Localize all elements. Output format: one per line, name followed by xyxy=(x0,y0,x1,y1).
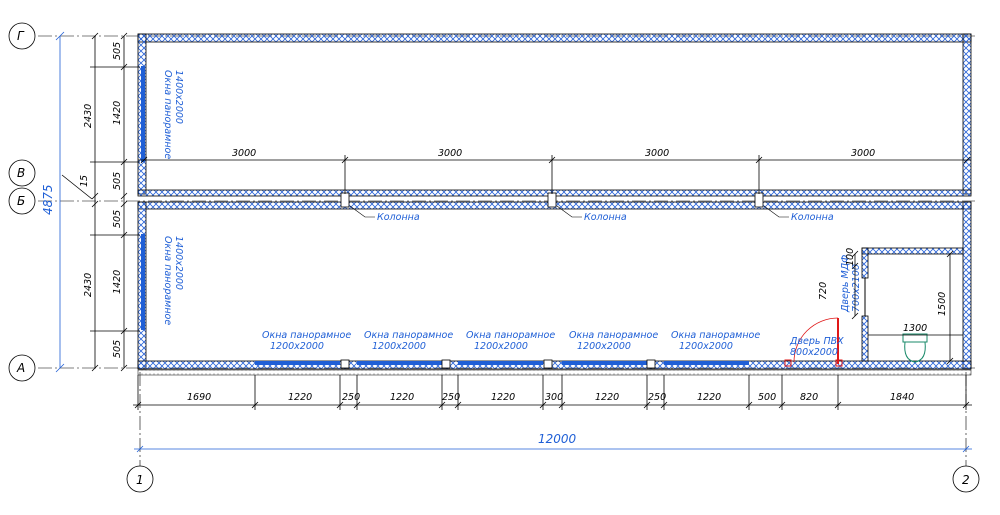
bottom-dim-5: 250 xyxy=(442,392,460,403)
bottom-dim-6: 1220 xyxy=(491,392,515,403)
door-mdf-label: Дверь МДФ 700x2100 xyxy=(840,255,862,313)
room-dimensions xyxy=(851,250,963,365)
left-dim-upper-bottom: 505 xyxy=(112,172,123,190)
toilet-icon xyxy=(902,333,928,363)
room-dim-720: 720 xyxy=(818,282,829,300)
bottom-dim-7: 300 xyxy=(545,392,563,403)
bottom-dim-1: 1690 xyxy=(187,392,211,403)
bottom-dim-11: 500 xyxy=(758,392,776,403)
column-spacing-2: 3000 xyxy=(438,148,462,159)
axis-bubble-v: В xyxy=(8,159,36,187)
column-spacing-dimension xyxy=(138,155,971,194)
axis-bubble-1: 1 xyxy=(126,465,154,493)
left-window-lower-line1: Окна панорамное xyxy=(162,236,173,325)
column-label-2: Колонна xyxy=(584,212,627,223)
axis-g-label: Г xyxy=(17,29,25,43)
bottom-dim-13: 1840 xyxy=(890,392,914,403)
pano-window-1-line1: Окна панорамное xyxy=(262,330,351,341)
left-dim-lower-top: 505 xyxy=(112,210,123,228)
left-window-upper-line2: 1400x2000 xyxy=(173,70,184,124)
pano-window-5-line1: Окна панорамное xyxy=(671,330,760,341)
axis-bubble-2: 2 xyxy=(952,465,980,493)
axis-b-label: Б xyxy=(17,194,25,208)
door-mdf-line1: Дверь МДФ xyxy=(840,255,851,313)
axis-bubble-a: А xyxy=(8,354,36,382)
pano-window-4-line2: 1200x2000 xyxy=(577,341,631,352)
bottom-dim-10: 1220 xyxy=(697,392,721,403)
left-dimension-chains xyxy=(55,31,140,373)
pano-window-1-line2: 1200x2000 xyxy=(270,341,324,352)
overall-width-dimension xyxy=(134,445,972,453)
column-spacing-4: 3000 xyxy=(851,148,875,159)
left-dim-lower-bottom: 505 xyxy=(112,340,123,358)
bottom-dim-12: 820 xyxy=(800,392,818,403)
axis-a-label: А xyxy=(16,361,25,375)
room-dim-1500: 1500 xyxy=(937,292,948,316)
pano-window-2-line1: Окна панорамное xyxy=(364,330,453,341)
door-pvc-line1: Дверь ПВХ xyxy=(789,336,844,347)
bottom-dim-9: 250 xyxy=(648,392,666,403)
bottom-dim-4: 1220 xyxy=(390,392,414,403)
pano-window-5-line2: 1200x2000 xyxy=(679,341,733,352)
door-mdf-line2: 700x2100 xyxy=(851,264,862,312)
axis-bubble-b: Б xyxy=(8,187,36,215)
pano-window-2-line2: 1200x2000 xyxy=(372,341,426,352)
overall-width-label: 12000 xyxy=(538,432,577,446)
left-dim-upper-top: 505 xyxy=(112,42,123,60)
axis-1-label: 1 xyxy=(136,473,144,487)
left-dim-overall: 4875 xyxy=(41,184,55,215)
left-window-upper-label: Окна панорамное 1400x2000 xyxy=(162,70,184,159)
left-window-upper-line1: Окна панорамное xyxy=(162,70,173,159)
column-label-1: Колонна xyxy=(377,212,420,223)
pano-window-3-line1: Окна панорамное xyxy=(466,330,555,341)
left-window-lower-line2: 1400x2000 xyxy=(173,236,184,290)
door-pvc-line2: 800x2000 xyxy=(790,347,838,358)
pano-window-4-line1: Окна панорамное xyxy=(569,330,658,341)
column-label-3: Колонна xyxy=(791,212,834,223)
axis-bubble-g: Г xyxy=(8,22,36,50)
column-spacing-1: 3000 xyxy=(232,148,256,159)
room-dim-1300: 1300 xyxy=(903,323,927,334)
bottom-dimension-chain xyxy=(133,375,972,410)
column-leaders xyxy=(349,205,789,218)
window-glass xyxy=(141,66,749,365)
bottom-dim-8: 1220 xyxy=(595,392,619,403)
column-spacing-3: 3000 xyxy=(645,148,669,159)
bottom-dim-2: 1220 xyxy=(288,392,312,403)
door-pvc xyxy=(784,317,843,367)
left-dim-lower-total: 2430 xyxy=(83,273,94,297)
pano-window-3-line2: 1200x2000 xyxy=(474,341,528,352)
room-dim-100: 100 xyxy=(845,248,856,266)
left-window-lower-label: Окна панорамное 1400x2000 xyxy=(162,236,184,325)
axis-v-label: В xyxy=(17,166,25,180)
left-dim-gap: 15 xyxy=(79,175,90,187)
axis-2-label: 2 xyxy=(962,473,970,487)
bottom-dim-3: 250 xyxy=(342,392,360,403)
left-dim-upper-mid: 1420 xyxy=(112,101,123,125)
left-dim-lower-mid: 1420 xyxy=(112,270,123,294)
left-dim-upper-total: 2430 xyxy=(83,104,94,128)
